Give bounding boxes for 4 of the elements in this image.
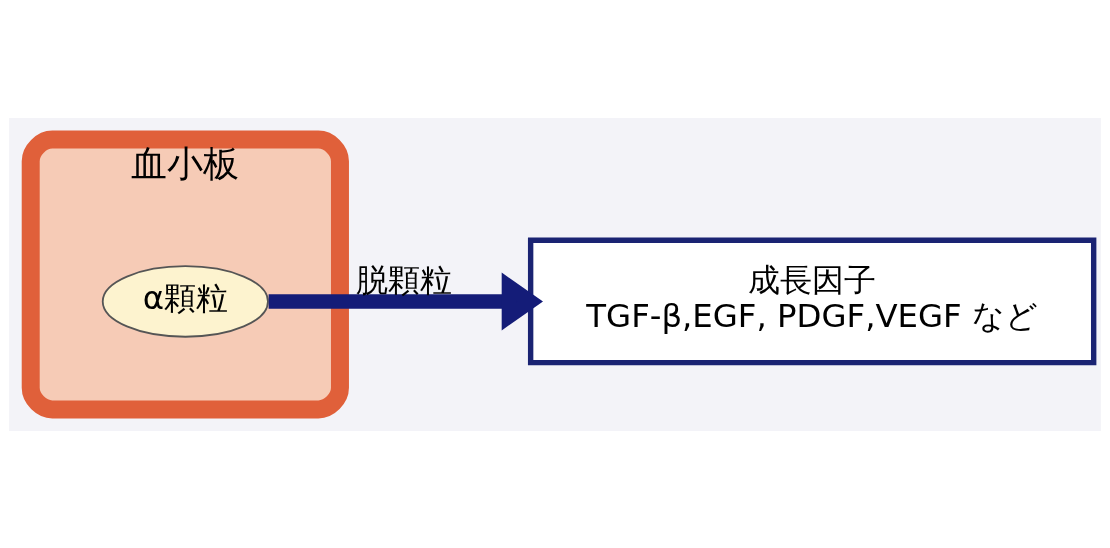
node-box: 成長因子 TGF-β,EGF, PDGF,VEGF など (527, 237, 1097, 365)
arrow (268, 272, 543, 330)
edge-label: 脱顆粒 (355, 260, 452, 299)
node-ellipse: α顆粒 (101, 264, 269, 338)
